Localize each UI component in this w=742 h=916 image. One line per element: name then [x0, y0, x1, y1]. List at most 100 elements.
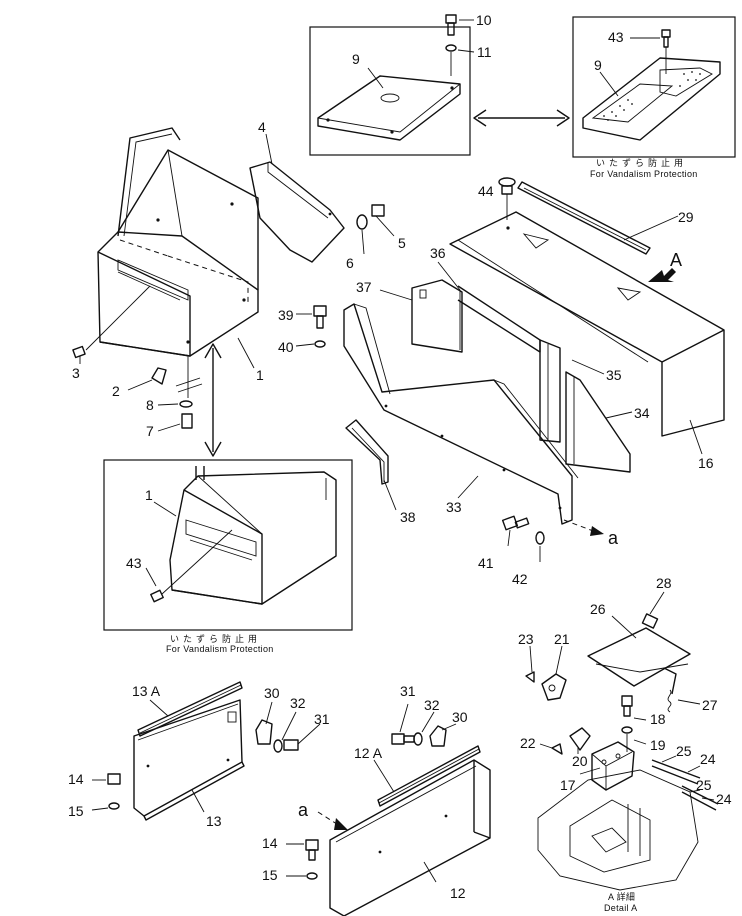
seal-13a — [137, 681, 243, 737]
callout-9: 9 — [352, 51, 360, 67]
callout-30: 30 — [264, 685, 280, 701]
callout-9-vandalism: 9 — [594, 57, 602, 73]
callout-43: 43 — [608, 29, 624, 45]
perforation-pattern — [603, 71, 701, 121]
bracket-17 — [579, 741, 635, 791]
cover-4 — [249, 133, 345, 263]
spring-27 — [663, 667, 701, 713]
caption-detail-jp: A 詳細 — [608, 891, 635, 902]
cover-13 — [133, 699, 245, 821]
callout-13: 13 — [206, 813, 222, 829]
ref-marker-a-right: a — [608, 528, 619, 548]
callout-31: 31 — [314, 711, 330, 727]
panel-33 — [343, 303, 579, 525]
callout-44: 44 — [478, 183, 494, 199]
inset-box-vandalism-plate — [572, 16, 736, 158]
callout-25: 25 — [676, 743, 692, 759]
callout-1-inset: 1 — [145, 487, 153, 503]
view-arrow-a — [648, 268, 676, 282]
callout-7: 7 — [146, 423, 154, 439]
callout-34: 34 — [634, 405, 650, 421]
callout-13a: 13 A — [132, 683, 161, 699]
inset-box-standard-plate — [309, 26, 471, 156]
callout-40: 40 — [278, 339, 294, 355]
bolt-14-washer-15-left — [91, 773, 121, 811]
callout-12: 12 — [450, 885, 466, 901]
callout-33: 33 — [446, 499, 462, 515]
callout-23: 23 — [518, 631, 534, 647]
callout-32-right: 32 — [424, 697, 440, 713]
caption-detail-en: Detail A — [604, 903, 637, 913]
latch-21-23 — [525, 645, 567, 701]
callout-4: 4 — [258, 119, 266, 135]
callout-11: 11 — [477, 44, 492, 60]
callout-16: 16 — [698, 455, 714, 471]
ref-arrow-a-bottom — [317, 811, 348, 830]
callout-30-right: 30 — [452, 709, 468, 725]
bolt-18-washer-19 — [621, 695, 647, 752]
callout-32: 32 — [290, 695, 306, 711]
panel-35 — [539, 339, 605, 443]
panel-36-37 — [379, 261, 541, 353]
callout-1: 1 — [256, 367, 264, 383]
callout-41: 41 — [478, 555, 494, 571]
clip-2 — [127, 367, 203, 393]
callout-15: 15 — [68, 803, 84, 819]
callout-27: 27 — [702, 697, 718, 713]
caption-vandalism-en-seat: For Vandalism Protection — [166, 644, 274, 654]
callout-21: 21 — [554, 631, 570, 647]
callout-29: 29 — [678, 209, 694, 225]
exchange-arrow — [473, 109, 570, 127]
callout-8: 8 — [146, 397, 154, 413]
callout-37: 37 — [356, 279, 372, 295]
bolt-5-washer-6 — [356, 204, 395, 255]
caption-vandalism-jp-seat: いたずら防止用 — [170, 633, 261, 644]
callout-14: 14 — [68, 771, 84, 787]
callout-24: 24 — [700, 751, 716, 767]
bolt-14-washer-15-right — [286, 839, 319, 880]
callout-10: 10 — [476, 12, 492, 28]
cover-12 — [329, 759, 491, 916]
callout-25-lower: 25 — [696, 777, 712, 793]
callout-31-right: 31 — [400, 683, 416, 699]
bolt-7-washer-8 — [157, 356, 193, 432]
panel-34 — [565, 371, 633, 473]
view-marker-a: A — [670, 250, 682, 270]
detail-a-background — [537, 769, 699, 891]
seal-12a — [373, 745, 481, 807]
callout-28: 28 — [656, 575, 672, 591]
callout-39: 39 — [278, 307, 294, 323]
inset-box-seat-vandalism — [103, 459, 353, 631]
toolbox-16 — [449, 211, 725, 455]
callout-43-seat: 43 — [126, 555, 142, 571]
callout-2: 2 — [112, 383, 120, 399]
bolt-10 — [445, 14, 475, 76]
ref-marker-a-bottom: a — [298, 800, 309, 820]
callout-14-right: 14 — [262, 835, 278, 851]
callout-6: 6 — [346, 255, 354, 271]
bolt-41-washer-42 — [501, 515, 545, 562]
bolt-44 — [498, 177, 516, 220]
bolts-24-pins-25 — [651, 755, 719, 811]
plate-26 — [587, 615, 691, 687]
double-arrow-vertical — [204, 343, 222, 457]
seal-29 — [517, 181, 679, 255]
bracket-30-bolt-31-right — [391, 703, 457, 747]
caption-vandalism-en-top: For Vandalism Protection — [590, 169, 698, 179]
callout-38: 38 — [400, 509, 416, 525]
bolt-43-top — [630, 29, 671, 74]
callout-12a: 12 A — [354, 745, 383, 761]
callout-36: 36 — [430, 245, 446, 261]
callout-5: 5 — [398, 235, 406, 251]
callout-19: 19 — [650, 737, 666, 753]
callout-3: 3 — [72, 365, 80, 381]
bolt-28 — [641, 591, 665, 629]
bracket-38 — [345, 419, 397, 511]
bolt-3 — [72, 285, 151, 364]
bolt-43-seat — [150, 529, 233, 603]
callout-42: 42 — [512, 571, 528, 587]
callout-18: 18 — [650, 711, 666, 727]
ref-arrow-a-right — [563, 519, 604, 536]
callout-20: 20 — [572, 753, 588, 769]
